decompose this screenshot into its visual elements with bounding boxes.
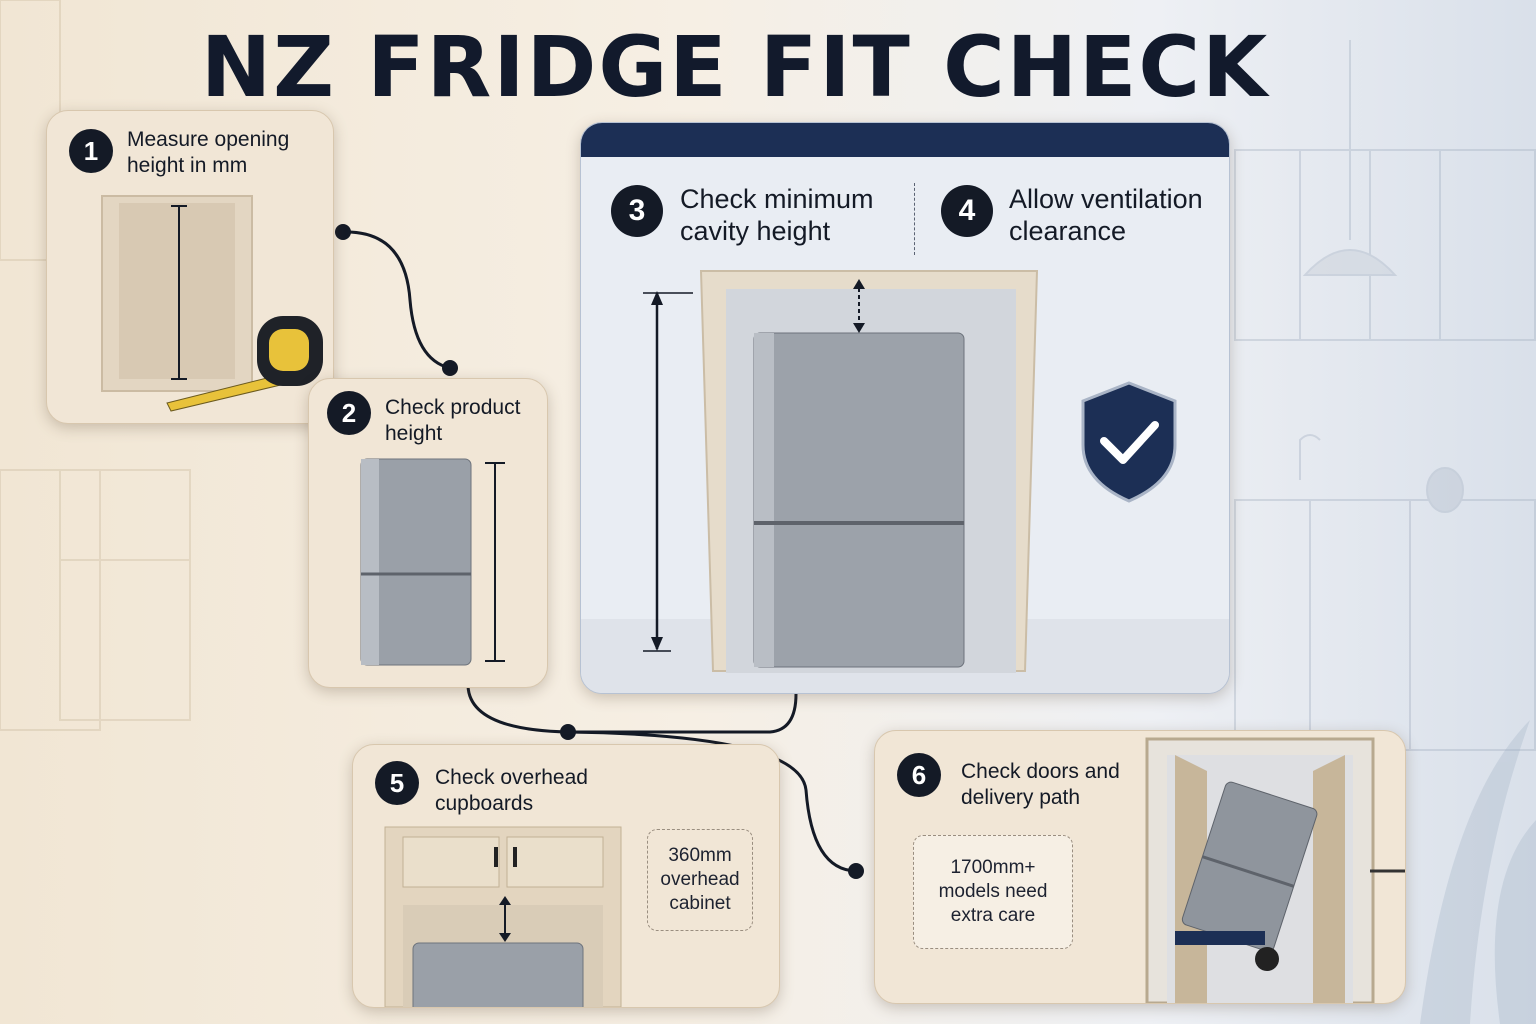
overhead-note: 360mm overhead cabinet	[647, 829, 753, 931]
step-3-4-panel: 3 Check minimum cavity height 4 Allow ve…	[580, 122, 1230, 694]
fridge-height-illustration	[360, 458, 505, 666]
panel-divider	[914, 183, 915, 255]
step-4-number: 4	[941, 185, 993, 237]
step-4-label: Allow ventilation clearance	[1009, 184, 1203, 246]
step-1-number: 1	[69, 129, 113, 173]
step-1-card: 1 Measure opening height in mm	[46, 110, 334, 424]
step-3-label: Check minimum cavity height	[680, 184, 874, 246]
overhead-cupboard-illustration	[384, 826, 622, 1007]
panel-header-bar	[581, 123, 1229, 157]
page-title: NZ FRIDGE FIT CHECK	[200, 18, 1270, 116]
step-2-label: Check product height	[385, 396, 521, 445]
step-6-card: 6 Check doors and delivery path 1700mm+ …	[874, 730, 1406, 1004]
measure-opening-illustration	[101, 195, 323, 412]
step-2-card: 2 Check product height	[308, 378, 548, 688]
step-6-number: 6	[897, 753, 941, 797]
step-5-label: Check overhead cupboards	[435, 766, 588, 815]
delivery-note: 1700mm+ models need extra care	[913, 835, 1073, 949]
step-1-label: Measure opening height in mm	[127, 128, 290, 177]
delivery-path-illustration	[1145, 737, 1405, 1003]
step-5-card: 5 Check overhead cupboards 360mm overhea…	[352, 744, 780, 1008]
step-2-number: 2	[327, 391, 371, 435]
step-5-number: 5	[375, 761, 419, 805]
shield-check-icon	[1081, 381, 1177, 503]
step-3-number: 3	[611, 185, 663, 237]
cavity-illustration	[581, 270, 1229, 693]
step-6-label: Check doors and delivery path	[961, 760, 1120, 809]
